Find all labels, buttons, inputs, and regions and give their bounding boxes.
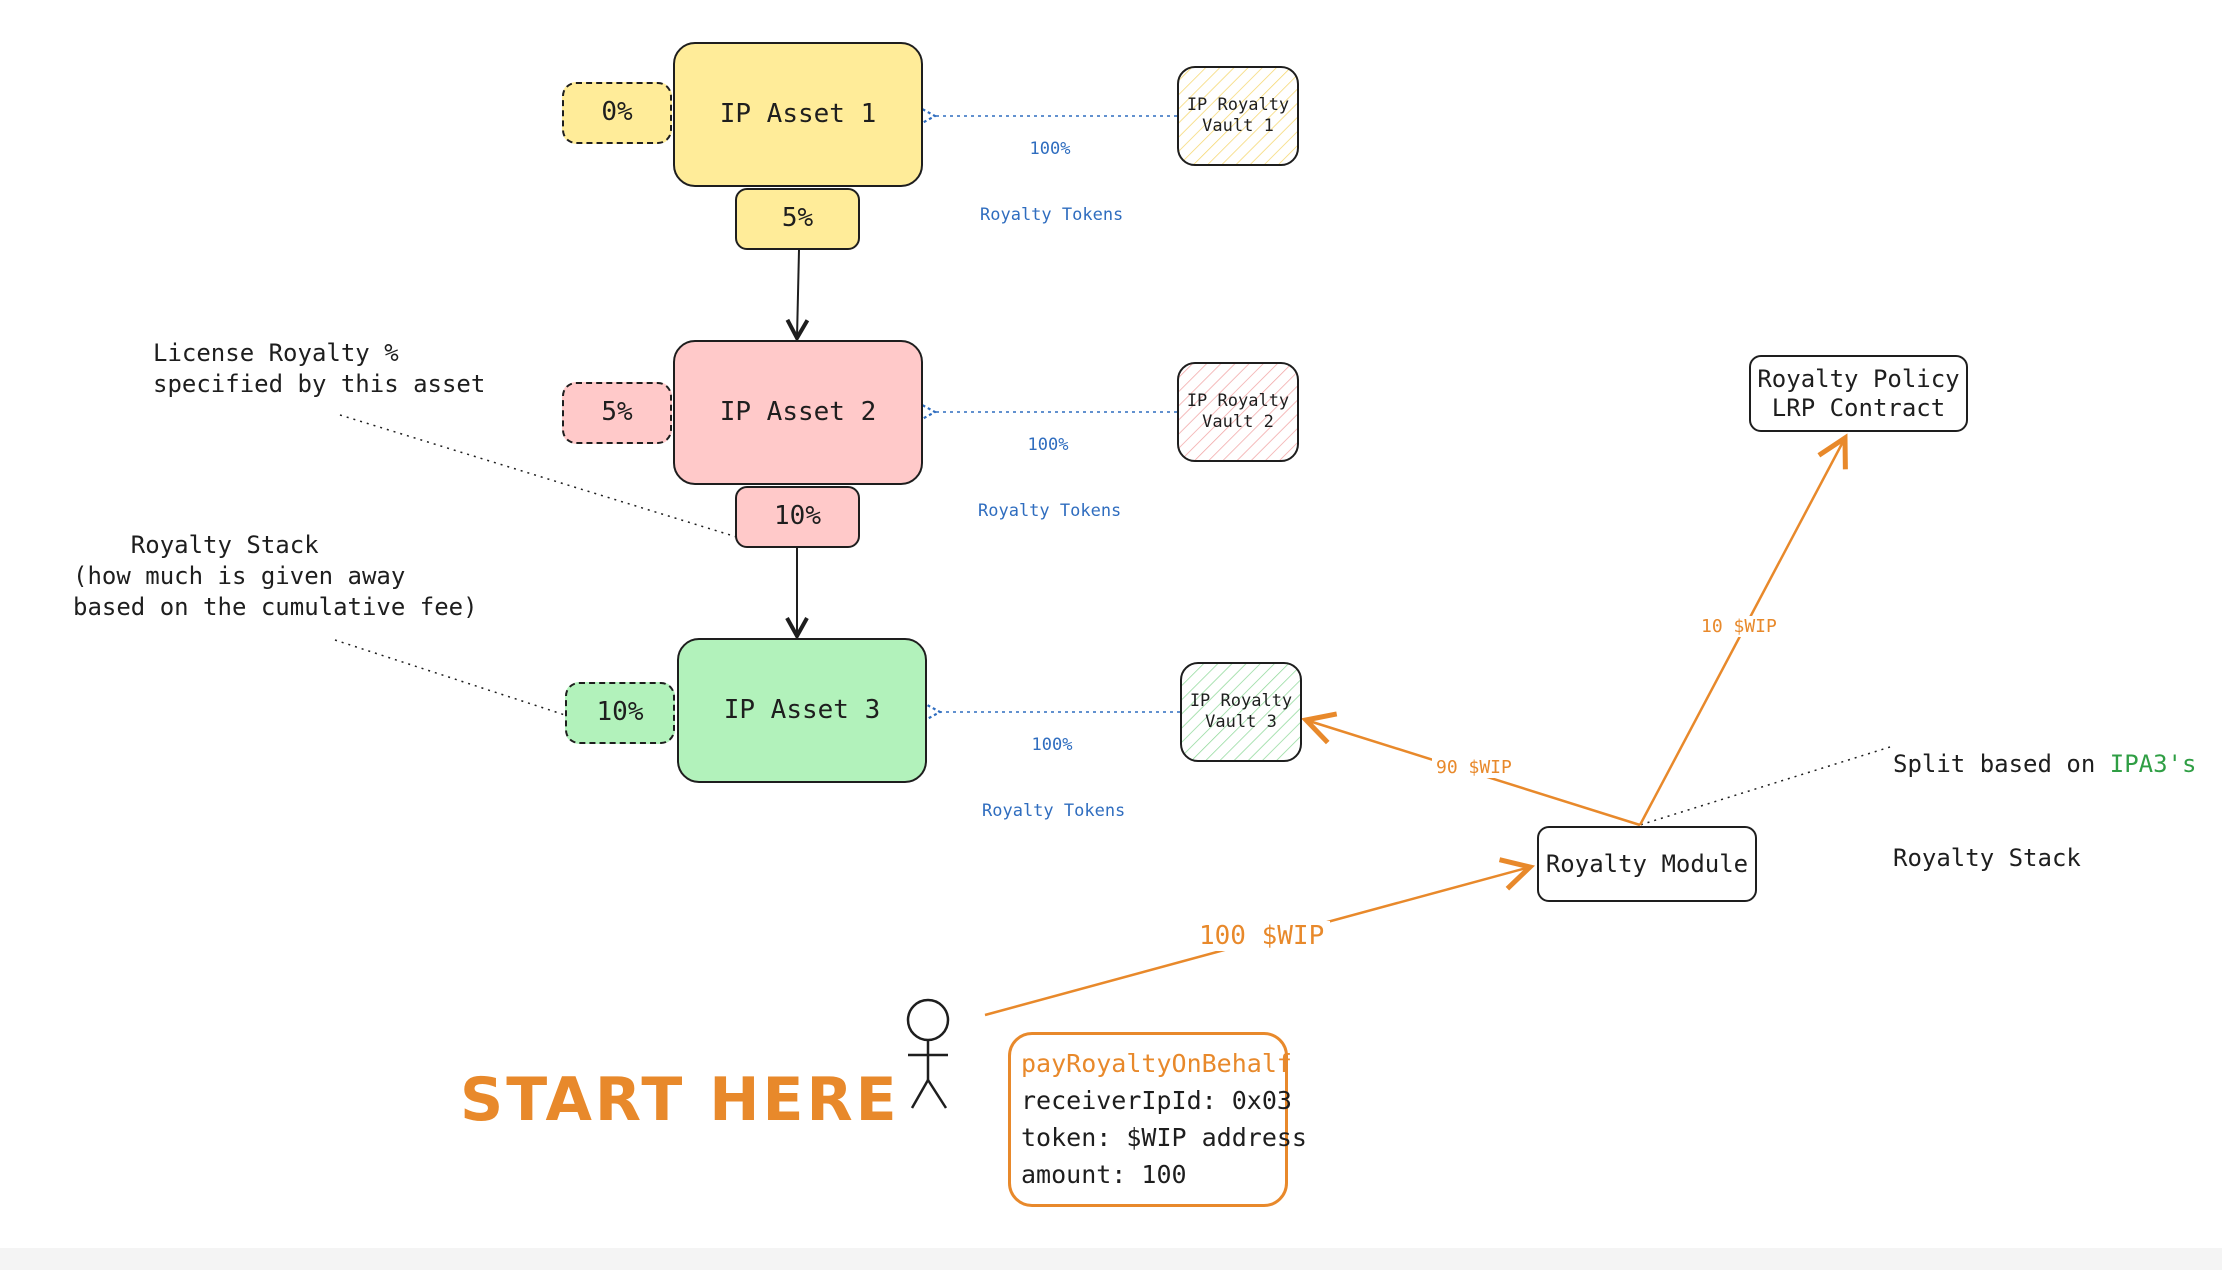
ip-royalty-vault-3: IP Royalty Vault 3: [1180, 662, 1302, 762]
call-fn-name: payRoyaltyOnBehalf: [1021, 1049, 1292, 1078]
vault-1-hatch: [1177, 66, 1299, 166]
license-royalty-note: License Royalty % specified by this asse…: [153, 339, 486, 399]
tokens-label-2: 100% Royalty Tokens: [978, 390, 1122, 545]
vault-2-hatch: [1177, 362, 1299, 462]
call-amount: amount: 100: [1021, 1160, 1187, 1189]
leader-royalty-stack: [334, 639, 566, 716]
split-note: Split based on IPA3's Royalty Stack: [1893, 687, 2196, 905]
tokens-text-1: Royalty Tokens: [980, 205, 1124, 226]
flow-label-to-vault3: 90 $WIP: [1432, 757, 1516, 778]
bottom-bar: [0, 1248, 2222, 1270]
ip-asset-1: IP Asset 1: [673, 42, 923, 187]
tokens-text-3: Royalty Tokens: [982, 801, 1126, 822]
tokens-text-2: Royalty Tokens: [978, 501, 1122, 522]
split-suffix: Royalty Stack: [1893, 843, 2081, 872]
leader-split: [1639, 746, 1891, 826]
ip-asset-2: IP Asset 2: [673, 340, 923, 485]
split-highlight: IPA3's: [2109, 750, 2197, 779]
ip-royalty-vault-1: IP Royalty Vault 1: [1177, 66, 1299, 166]
tokens-pct-1: 100%: [1029, 139, 1071, 160]
flow-label-to-policy: 10 $WIP: [1697, 616, 1781, 637]
arrow-asset1-to-asset2: [797, 249, 799, 338]
royalty-stack-note: Royalty Stack (how much is given away ba…: [73, 531, 478, 622]
tokens-pct-2: 100%: [1027, 435, 1069, 456]
call-receiver: receiverIpId: 0x03: [1021, 1086, 1292, 1115]
tokens-label-1: 100% Royalty Tokens: [980, 94, 1124, 249]
license-royalty-1: 5%: [735, 188, 860, 250]
call-token: token: $WIP address: [1021, 1123, 1307, 1152]
tokens-pct-3: 100%: [1031, 735, 1073, 756]
tokens-label-3: 100% Royalty Tokens: [982, 690, 1126, 845]
royalty-stack-2: 5%: [562, 382, 672, 444]
split-prefix: Split based on: [1893, 750, 2110, 779]
ip-royalty-vault-2: IP Royalty Vault 2: [1177, 362, 1299, 462]
royalty-module: Royalty Module: [1537, 826, 1757, 902]
vault-3-hatch: [1180, 662, 1302, 762]
start-here-label: START HERE: [460, 1065, 900, 1135]
ip-asset-3: IP Asset 3: [677, 638, 927, 783]
license-royalty-2: 10%: [735, 486, 860, 548]
royalty-policy-lrp-contract: Royalty Policy LRP Contract: [1749, 355, 1968, 432]
pay-royalty-call-box: payRoyaltyOnBehalf receiverIpId: 0x03 to…: [1008, 1032, 1307, 1207]
royalty-stack-3: 10%: [565, 682, 675, 744]
user-figure-icon: [906, 998, 950, 1109]
royalty-stack-1: 0%: [562, 82, 672, 144]
flow-label-to-module: 100 $WIP: [1193, 921, 1331, 951]
